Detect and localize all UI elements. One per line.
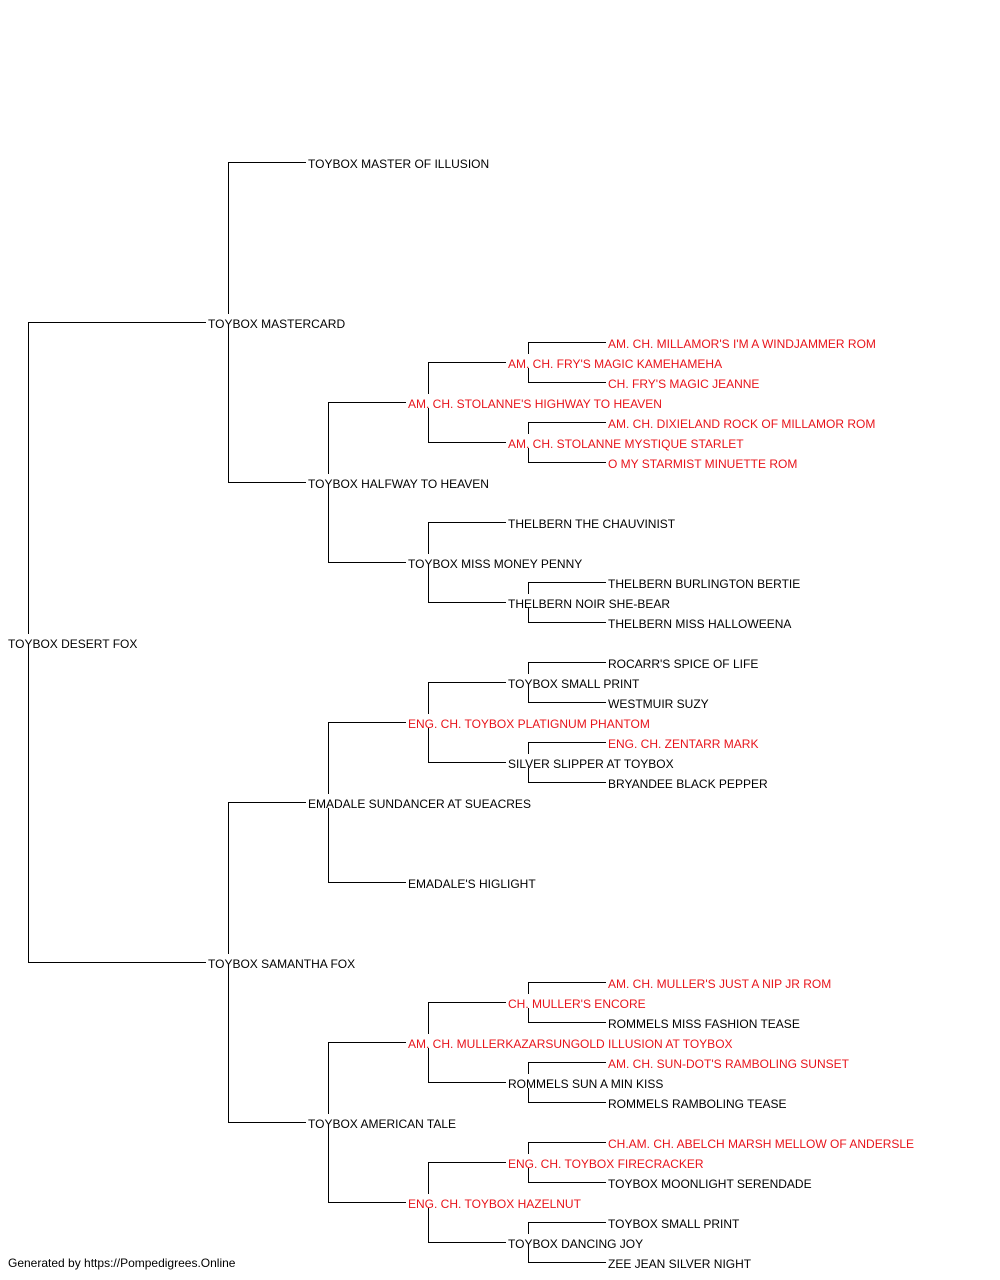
ancestor-name-sdsds: AM. CH. DIXIELAND ROCK OF MILLAMOR ROM (608, 417, 875, 431)
ancestor-name-dsd: EMADALE'S HIGLIGHT (408, 877, 536, 891)
ancestor-name-ddsd: ROMMELS SUN A MIN KISS (508, 1077, 663, 1091)
ancestor-name-sdssd: CH. FRY'S MAGIC JEANNE (608, 377, 759, 391)
ancestor-name-sddd: THELBERN NOIR SHE-BEAR (508, 597, 670, 611)
ancestor-name-ds: EMADALE SUNDANCER AT SUEACRES (308, 797, 531, 811)
ancestor-name-sdsd: AM. CH. STOLANNE MYSTIQUE STARLET (508, 437, 744, 451)
ancestor-name-ddds: ENG. CH. TOYBOX FIRECRACKER (508, 1157, 704, 1171)
ancestor-name-sdsdd: O MY STARMIST MINUETTE ROM (608, 457, 797, 471)
ancestor-name-dds: AM. CH. MULLERKAZARSUNGOLD ILLUSION AT T… (408, 1037, 733, 1051)
ancestor-name-dddd: TOYBOX DANCING JOY (508, 1237, 643, 1251)
ancestor-name-sdd: TOYBOX MISS MONEY PENNY (408, 557, 582, 571)
ancestor-name-ss: TOYBOX MASTER OF ILLUSION (308, 157, 489, 171)
ancestor-name-ddsdd: ROMMELS RAMBOLING TEASE (608, 1097, 786, 1111)
ancestor-name-dd: TOYBOX AMERICAN TALE (308, 1117, 456, 1131)
ancestor-name-sdss: AM. CH. FRY'S MAGIC KAMEHAMEHA (508, 357, 722, 371)
subject-dog-name: TOYBOX DESERT FOX (8, 637, 137, 651)
ancestor-name-dsss: TOYBOX SMALL PRINT (508, 677, 640, 691)
ancestor-name-dsssd: WESTMUIR SUZY (608, 697, 709, 711)
ancestor-name-ddsss: AM. CH. MULLER'S JUST A NIP JR ROM (608, 977, 831, 991)
ancestor-name-ddd: ENG. CH. TOYBOX HAZELNUT (408, 1197, 582, 1211)
ancestor-name-sddds: THELBERN BURLINGTON BERTIE (608, 577, 800, 591)
ancestor-name-sdds: THELBERN THE CHAUVINIST (508, 517, 676, 531)
ancestor-name-sdsss: AM. CH. MILLAMOR'S I'M A WINDJAMMER ROM (608, 337, 876, 351)
ancestor-name-sire: TOYBOX MASTERCARD (208, 317, 345, 331)
ancestor-name-dddsd: TOYBOX MOONLIGHT SERENDADE (608, 1177, 812, 1191)
footer-credit: Generated by https://Pompedigrees.Online (8, 1256, 236, 1270)
ancestor-name-dss: ENG. CH. TOYBOX PLATIGNUM PHANTOM (408, 717, 650, 731)
ancestor-name-ddsds: AM. CH. SUN-DOT'S RAMBOLING SUNSET (608, 1057, 850, 1071)
ancestor-name-dddss: CH.AM. CH. ABELCH MARSH MELLOW OF ANDERS… (608, 1137, 914, 1151)
ancestor-name-sd: TOYBOX HALFWAY TO HEAVEN (308, 477, 489, 491)
ancestor-name-sds: AM. CH. STOLANNE'S HIGHWAY TO HEAVEN (408, 397, 662, 411)
ancestor-name-sdddd: THELBERN MISS HALLOWEENA (608, 617, 791, 631)
ancestor-name-dssds: ENG. CH. ZENTARR MARK (608, 737, 758, 751)
ancestor-name-ddssd: ROMMELS MISS FASHION TEASE (608, 1017, 800, 1031)
ancestor-name-ddddd: ZEE JEAN SILVER NIGHT (608, 1257, 752, 1271)
ancestor-name-dssdd: BRYANDEE BLACK PEPPER (608, 777, 768, 791)
ancestor-name-ddss: CH. MULLER'S ENCORE (508, 997, 646, 1011)
ancestor-name-dssd: SILVER SLIPPER AT TOYBOX (508, 757, 674, 771)
ancestor-name-dssss: ROCARR'S SPICE OF LIFE (608, 657, 758, 671)
ancestor-name-dam: TOYBOX SAMANTHA FOX (208, 957, 355, 971)
ancestor-name-dddds: TOYBOX SMALL PRINT (608, 1217, 740, 1231)
